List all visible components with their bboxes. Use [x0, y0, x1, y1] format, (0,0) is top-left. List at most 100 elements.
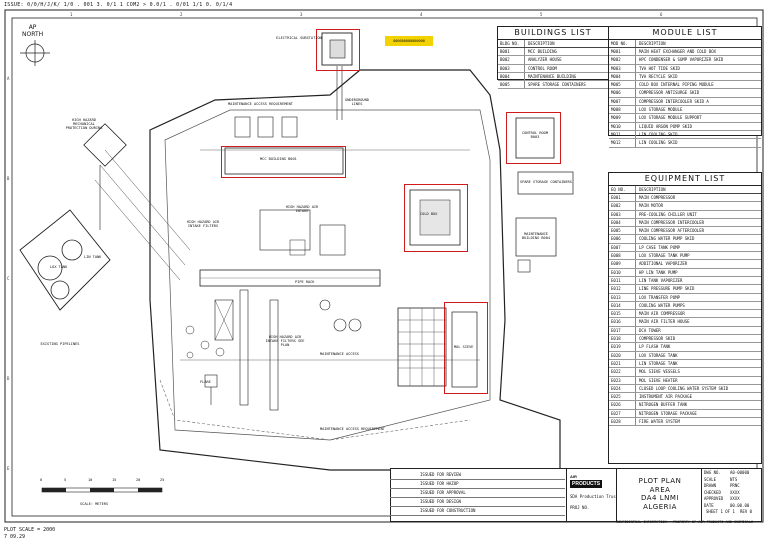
label-mol-sieve: MOL SIEVE: [454, 345, 474, 349]
equipment-row-number: E013: [609, 293, 636, 301]
confidential-note: CONFIDENTIAL INFORMATION - PROPERTY OF A…: [616, 520, 753, 524]
module-row-number: M003: [609, 64, 636, 72]
scale-tick-label: 25: [160, 478, 165, 482]
module-row-number: M006: [609, 89, 636, 97]
company-logo-line2: PRODUCTS: [570, 480, 603, 488]
module-row-number: M010: [609, 122, 636, 130]
label-maintenance-building: MAINTENANCE BUILDING B004: [521, 232, 551, 240]
equipment-row-number: E005: [609, 227, 636, 235]
building-row-description: ANALYZER HOUSE: [528, 57, 562, 63]
title-block-field-label: CHECKED: [704, 489, 721, 495]
company-logo-line1: AIR: [570, 474, 577, 479]
label-high-hazard-center: HIGH HAZARD AIR INTAKE: [285, 205, 319, 213]
revision-block: [390, 468, 567, 522]
equipment-row-number: E012: [609, 285, 636, 293]
module-row-number: M002: [609, 56, 636, 64]
revision-row-divider: [390, 515, 565, 516]
title-block-field-value: 00.00.00: [730, 502, 750, 508]
module-row-number: M008: [609, 106, 636, 114]
equipment-row-description: INSTRUMENT AIR PACKAGE: [639, 394, 692, 400]
north-arrow-line1: AP: [28, 24, 37, 31]
module-row-description: LOX STORAGE MODULE SUPPORT: [639, 115, 702, 121]
equipment-row-description: FIRE WATER SYSTEM: [639, 419, 680, 425]
module-row-description: TVA RECYCLE SKID: [639, 73, 678, 79]
buildings-col-desc: DESCRIPTION: [528, 41, 555, 46]
label-high-hazard-mid: HIGH HAZARD AIR INTAKE FILTERS: [186, 220, 220, 228]
equipment-row-description: LIN TANK VAPORIZER: [639, 277, 683, 283]
equipment-row-number: E027: [609, 409, 636, 417]
svg-text:6: 6: [660, 12, 663, 17]
highlight-cold-box: [404, 184, 468, 252]
north-arrow: AP NORTH: [22, 24, 43, 38]
drawing-title-line1: PLOT PLAN: [638, 477, 682, 485]
equipment-row-number: E007: [609, 243, 636, 252]
revision-row: ISSUED FOR CONSTRUCTION: [420, 508, 476, 513]
title-block-field-value: A0-00000: [730, 470, 750, 475]
revision-row: ISSUED FOR DESIGN: [420, 499, 461, 504]
drawing-title-line2: AREA: [649, 485, 671, 494]
module-row-description: MAIN HEAT EXCHANGER AND COLD BOX: [639, 49, 717, 54]
equipment-row-number: E004: [609, 218, 636, 227]
equipment-row-description: MAIN AIR FILTER HOUSE: [639, 319, 690, 325]
highlight-electrical-substation: [316, 29, 360, 71]
building-row-number: B005: [498, 81, 525, 89]
equipment-row-number: E021: [609, 359, 636, 368]
equipment-row-description: HP LIN TANK PUMP: [639, 269, 678, 275]
building-row-number: B004: [498, 72, 525, 81]
label-maintenance-access-mid: MAINTENANCE ACCESS: [320, 352, 359, 356]
revision-row-divider: [390, 497, 565, 498]
building-row-description: CONTROL ROOM: [528, 65, 557, 71]
title-block-field-label: DWG NO.: [704, 470, 721, 475]
equipment-row-number: E003: [609, 210, 636, 218]
module-row-number: M005: [609, 81, 636, 89]
svg-text:A: A: [7, 76, 10, 81]
equipment-row-number: E023: [609, 376, 636, 384]
svg-text:E: E: [7, 466, 10, 471]
svg-text:1: 1: [70, 12, 73, 17]
label-maintenance-access-bottom: MAINTENANCE ACCESS REQUIREMENT: [320, 427, 385, 431]
company-logo: AIR PRODUCTS: [570, 474, 603, 488]
project-label: PROJ NO.: [570, 505, 590, 510]
label-cold-box: COLD BOX: [420, 212, 438, 216]
module-row-number: M007: [609, 97, 636, 106]
equipment-row-description: MAIN AIR COMPRESSOR: [639, 311, 685, 317]
title-block-field-label: APPROVED: [704, 496, 724, 501]
footer-line1: PLOT SCALE = 2000: [4, 527, 56, 533]
equipment-row-description: NITROGEN STORAGE PACKAGE: [639, 410, 697, 416]
svg-text:D: D: [7, 376, 10, 381]
equipment-row-description: MAIN COMPRESSOR INTERCOOLER: [639, 219, 705, 225]
north-arrow-line2: NORTH: [22, 31, 44, 38]
label-mcc-building: MCC BUILDING B001: [260, 157, 297, 161]
revision-row-divider: [390, 506, 565, 507]
module-list-header: MOD NO. DESCRIPTION: [609, 40, 761, 48]
module-row-number: M001: [609, 48, 636, 56]
scale-bar: [41, 487, 163, 493]
equipment-row-description: LOX STORAGE TANK: [639, 352, 678, 358]
equipment-row-number: E006: [609, 235, 636, 243]
revision-row: ISSUED FOR HAZOP: [420, 481, 459, 486]
label-existing-pipelines: EXISTING PIPELINES: [40, 342, 80, 346]
scale-tick-label: 15: [112, 478, 117, 482]
svg-text:B: B: [7, 176, 10, 181]
revision-row-divider: [390, 488, 565, 489]
equipment-row-description: MOL SIEVE HEATER: [639, 377, 678, 383]
module-list-title: MODULE LIST: [609, 27, 761, 40]
